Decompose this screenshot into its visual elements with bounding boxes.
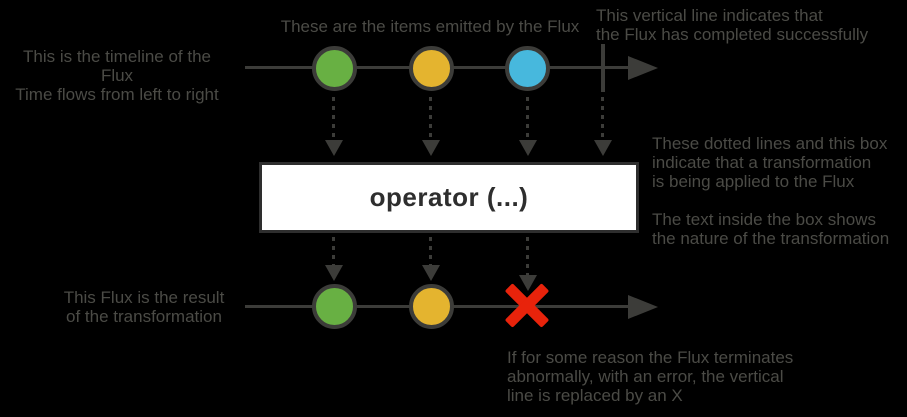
lower-timeline-arrowhead-icon (628, 295, 658, 319)
note-line: This vertical line indicates that (596, 6, 823, 25)
error-x-icon (501, 280, 553, 332)
note-items: These are the items emitted by the Flux (250, 17, 610, 36)
complete-vertical-line (601, 44, 605, 92)
connector-arrowhead-icon (325, 265, 343, 281)
note-transform: These dotted lines and this box indicate… (652, 134, 889, 248)
note-line: line is replaced by an X (507, 386, 683, 405)
dotted-connector (601, 97, 604, 140)
note-line: This is the timeline of the Flux (22, 47, 212, 85)
note-line: the Flux has completed successfully (596, 25, 869, 44)
upper-marble-yellow-icon (409, 46, 454, 91)
note-line: abnormally, with an error, the vertical (507, 367, 784, 386)
note-line: These are the items emitted by the Flux (280, 17, 580, 36)
upper-marble-blue-icon (505, 46, 550, 91)
connector-arrowhead-icon (422, 265, 440, 281)
note-line: Time flows from left to right (15, 85, 219, 104)
dotted-connector (526, 237, 529, 275)
upper-marble-green-icon (312, 46, 357, 91)
connector-arrowhead-icon (519, 140, 537, 156)
note-timeline: This is the timeline of the Flux Time fl… (5, 47, 229, 104)
dotted-connector (526, 97, 529, 140)
note-result: This Flux is the result of the transform… (20, 288, 268, 326)
note-line: These dotted lines and this box (652, 134, 888, 153)
note-line: of the transformation (66, 307, 222, 326)
note-line: indicate that a transformation (652, 153, 872, 172)
connector-arrowhead-icon (422, 140, 440, 156)
note-line: If for some reason the Flux terminates (507, 348, 794, 367)
dotted-connector (332, 237, 335, 265)
note-line: The text inside the box shows (652, 210, 876, 229)
operator-box: operator (...) (259, 162, 639, 233)
dotted-connector (429, 97, 432, 140)
note-line: This Flux is the result (63, 288, 225, 307)
dotted-connector (332, 97, 335, 140)
connector-arrowhead-icon (325, 140, 343, 156)
note-error: If for some reason the Flux terminates a… (507, 348, 793, 405)
dotted-connector (429, 237, 432, 265)
operator-label: operator (...) (369, 182, 529, 212)
lower-marble-green-icon (312, 284, 357, 329)
lower-marble-yellow-icon (409, 284, 454, 329)
note-line: is being applied to the Flux (652, 172, 855, 191)
connector-arrowhead-icon (519, 275, 537, 291)
connector-arrowhead-icon (594, 140, 612, 156)
note-complete: This vertical line indicates that the Fl… (596, 6, 868, 44)
upper-timeline-arrowhead-icon (628, 56, 658, 80)
note-line: the nature of the transformation (652, 229, 890, 248)
